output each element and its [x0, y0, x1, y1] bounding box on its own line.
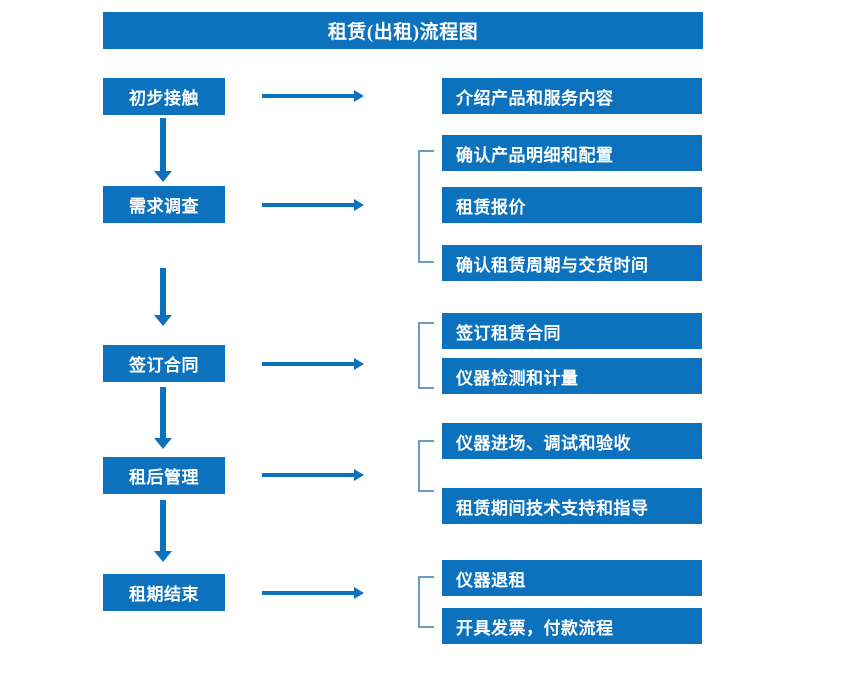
vertical-arrow-4-to-5: [152, 500, 174, 562]
detail-label-g2-2: 租赁报价: [456, 197, 526, 217]
vertical-arrow-3-to-4: [152, 387, 174, 449]
arrow-shaft: [160, 268, 166, 315]
arrow-head: [354, 469, 364, 481]
stage-box-3[interactable]: 签订合同: [103, 345, 225, 382]
stage-box-5[interactable]: 租期结束: [103, 574, 225, 611]
detail-label-g2-1: 确认产品明细和配置: [456, 145, 614, 165]
detail-box-g2-2[interactable]: 租赁报价: [442, 187, 702, 223]
stage-label-3: 签订合同: [129, 356, 199, 375]
detail-label-g5-2: 开具发票，付款流程: [456, 618, 614, 638]
detail-label-g1-1: 介绍产品和服务内容: [456, 88, 614, 108]
arrow-shaft: [262, 94, 354, 98]
arrow-head: [354, 199, 364, 211]
stage-box-2[interactable]: 需求调查: [103, 186, 225, 223]
arrow-shaft: [262, 473, 354, 477]
arrow-head: [154, 438, 172, 449]
horizontal-arrow-1: [262, 88, 364, 104]
group-bracket-4: [418, 440, 434, 492]
group-bracket-3: [418, 322, 434, 389]
arrow-head: [354, 90, 364, 102]
detail-label-g4-2: 租赁期间技术支持和指导: [456, 498, 649, 518]
horizontal-arrow-4: [262, 467, 364, 483]
horizontal-arrow-5: [262, 585, 364, 601]
arrow-head: [354, 358, 364, 370]
arrow-shaft: [160, 500, 166, 551]
vertical-arrow-1-to-2: [152, 118, 174, 182]
stage-label-4: 租后管理: [129, 468, 199, 487]
group-bracket-5: [418, 576, 434, 628]
detail-box-g2-3[interactable]: 确认租赁周期与交货时间: [442, 245, 702, 281]
detail-box-g4-2[interactable]: 租赁期间技术支持和指导: [442, 488, 702, 524]
horizontal-arrow-2: [262, 197, 364, 213]
stage-label-2: 需求调查: [129, 197, 199, 216]
arrow-head: [154, 171, 172, 182]
arrow-head: [354, 587, 364, 599]
horizontal-arrow-3: [262, 356, 364, 372]
arrow-head: [154, 551, 172, 562]
arrow-shaft: [160, 118, 166, 171]
detail-box-g3-1[interactable]: 签订租赁合同: [442, 313, 702, 349]
stage-label-1: 初步接触: [129, 89, 199, 108]
arrow-head: [154, 315, 172, 326]
detail-label-g4-1: 仪器进场、调试和验收: [456, 433, 631, 453]
detail-label-g3-2: 仪器检测和计量: [456, 368, 579, 388]
arrow-shaft: [262, 203, 354, 207]
arrow-shaft: [262, 591, 354, 595]
detail-box-g3-2[interactable]: 仪器检测和计量: [442, 358, 702, 394]
detail-label-g3-1: 签订租赁合同: [456, 323, 561, 343]
stage-label-5: 租期结束: [129, 585, 199, 604]
detail-box-g5-1[interactable]: 仪器退租: [442, 560, 702, 596]
detail-box-g1-1[interactable]: 介绍产品和服务内容: [442, 78, 702, 114]
detail-box-g2-1[interactable]: 确认产品明细和配置: [442, 135, 702, 171]
detail-box-g4-1[interactable]: 仪器进场、调试和验收: [442, 423, 702, 459]
vertical-arrow-2-to-3: [152, 268, 174, 326]
stage-box-1[interactable]: 初步接触: [103, 78, 225, 115]
group-bracket-2: [418, 150, 434, 263]
detail-box-g5-2[interactable]: 开具发票，付款流程: [442, 608, 702, 644]
arrow-shaft: [160, 387, 166, 438]
arrow-shaft: [262, 362, 354, 366]
stage-box-4[interactable]: 租后管理: [103, 457, 225, 494]
chart-title: 租赁(出租)流程图: [103, 12, 703, 49]
detail-label-g5-1: 仪器退租: [456, 570, 526, 590]
detail-label-g2-3: 确认租赁周期与交货时间: [456, 255, 649, 275]
